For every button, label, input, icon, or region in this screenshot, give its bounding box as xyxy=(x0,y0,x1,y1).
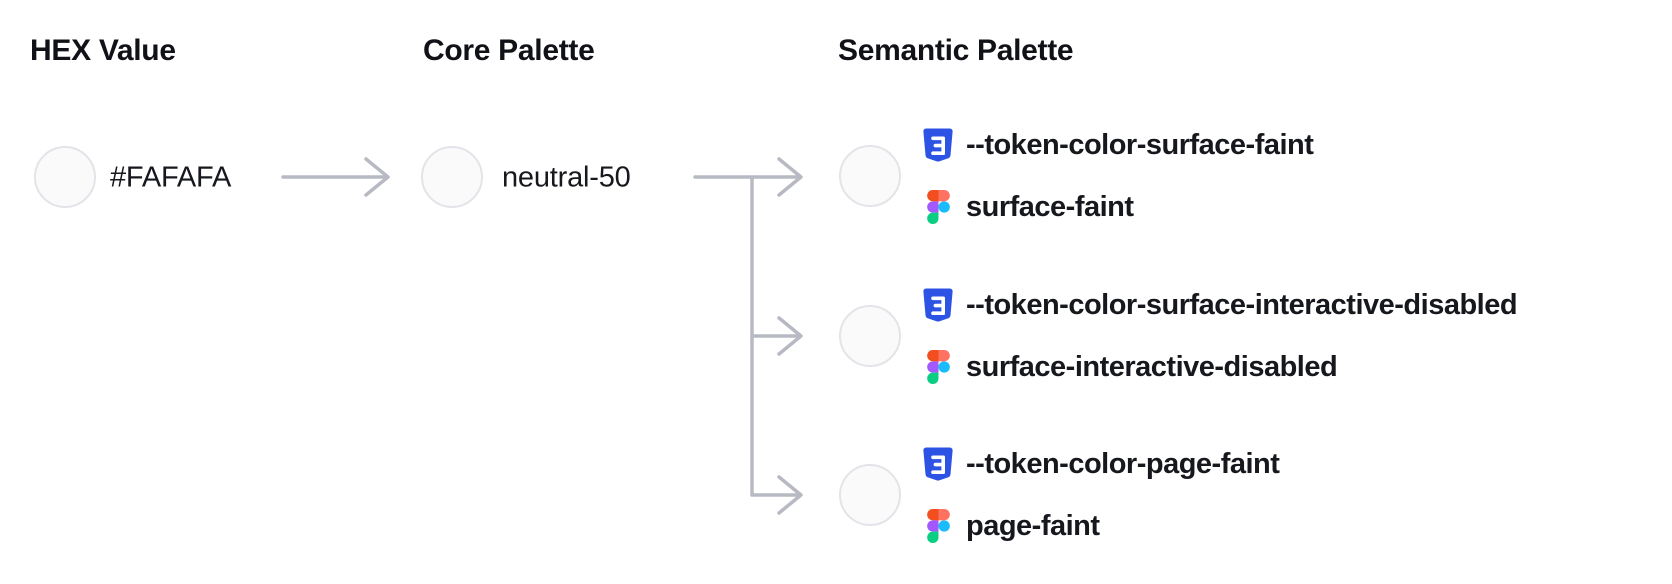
css-variable-label: --token-color-page-faint xyxy=(966,447,1280,480)
arrowhead-core-to-sem1 xyxy=(777,157,803,197)
figma-style-line: surface-interactive-disabled xyxy=(922,349,1517,385)
css-token-line: --token-color-surface-interactive-disabl… xyxy=(922,287,1518,323)
figma-style-line: surface-faint xyxy=(922,189,1313,225)
semantic-color-swatch xyxy=(839,305,901,367)
css3-shield-icon xyxy=(922,446,954,482)
semantic-color-swatch xyxy=(839,145,901,207)
arrow-trunk-to-sem3 xyxy=(750,175,799,497)
core-palette-column-header: Core Palette xyxy=(423,34,595,67)
hex-value-column-header: HEX Value xyxy=(30,34,176,67)
hex-color-swatch xyxy=(34,146,96,208)
css-variable-label: --token-color-surface-interactive-disabl… xyxy=(966,288,1518,321)
figma-logo-icon xyxy=(922,189,954,225)
css3-shield-icon xyxy=(922,127,954,163)
core-palette-label: neutral-50 xyxy=(502,161,631,194)
semantic-palette-column-header: Semantic Palette xyxy=(838,34,1074,67)
figma-style-line: page-faint xyxy=(922,508,1279,544)
figma-logo-icon xyxy=(922,508,954,544)
css-token-line: --token-color-surface-faint xyxy=(922,127,1314,163)
figma-logo-icon xyxy=(922,349,954,385)
semantic-token-entry: --token-color-surface-interactive-disabl… xyxy=(922,287,1518,385)
semantic-token-entry: --token-color-surface-faint surface-fain… xyxy=(922,127,1314,225)
css-variable-label: --token-color-surface-faint xyxy=(966,128,1314,161)
arrowhead-to-sem2 xyxy=(777,316,803,356)
css-token-line: --token-color-page-faint xyxy=(922,446,1280,482)
core-color-swatch xyxy=(421,146,483,208)
arrowhead-to-sem3 xyxy=(777,475,803,515)
figma-style-label: surface-interactive-disabled xyxy=(966,350,1338,383)
figma-style-label: surface-faint xyxy=(966,190,1134,223)
semantic-token-entry: --token-color-page-faint page-faint xyxy=(922,446,1280,544)
css3-shield-icon xyxy=(922,287,954,323)
figma-style-label: page-faint xyxy=(966,509,1100,542)
semantic-color-swatch xyxy=(839,464,901,526)
arrowhead-hex-to-core xyxy=(364,157,390,197)
hex-value-label: #FAFAFA xyxy=(110,161,232,194)
connector-group xyxy=(281,157,803,515)
